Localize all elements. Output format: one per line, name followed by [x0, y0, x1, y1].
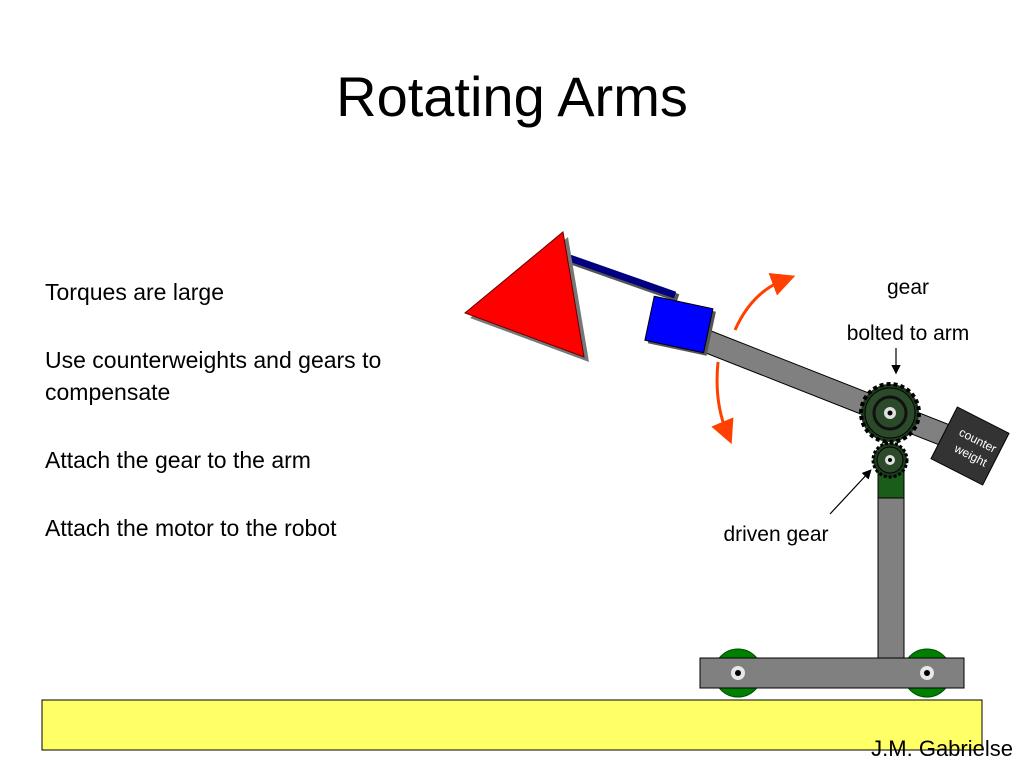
- counterweight: [930, 406, 1010, 486]
- motor-block: [644, 295, 714, 354]
- ground-floor: [41, 699, 983, 751]
- bullet-attach-motor: Attach the motor to the robot: [45, 515, 337, 541]
- label-gear: gear: [887, 276, 929, 299]
- bullet-attach-gear: Attach the gear to the arm: [45, 447, 311, 473]
- red-triangle: [464, 231, 585, 358]
- author-credit: J.M. Gabrielse: [871, 736, 1013, 761]
- pointer-to-driven-gear: [829, 469, 872, 515]
- bullet-counterweights: Use counterweights and gears to compensa…: [45, 347, 382, 405]
- axle-left: [731, 666, 745, 680]
- label-bolted-to-arm: bolted to arm: [847, 322, 970, 345]
- slide-title: Rotating Arms: [336, 65, 688, 128]
- bullet-list: Torques are large Use counterweights and…: [45, 276, 475, 580]
- pincer-rod: [559, 251, 680, 302]
- arm-gear: [859, 382, 921, 444]
- bullet-torques: Torques are large: [45, 279, 224, 305]
- label-driven-gear: driven gear: [723, 523, 828, 546]
- rotation-arrow-down: [711, 361, 734, 445]
- axle-right: [920, 666, 934, 680]
- rotation-arrow-up: [733, 272, 796, 331]
- driven-gear: [871, 441, 909, 479]
